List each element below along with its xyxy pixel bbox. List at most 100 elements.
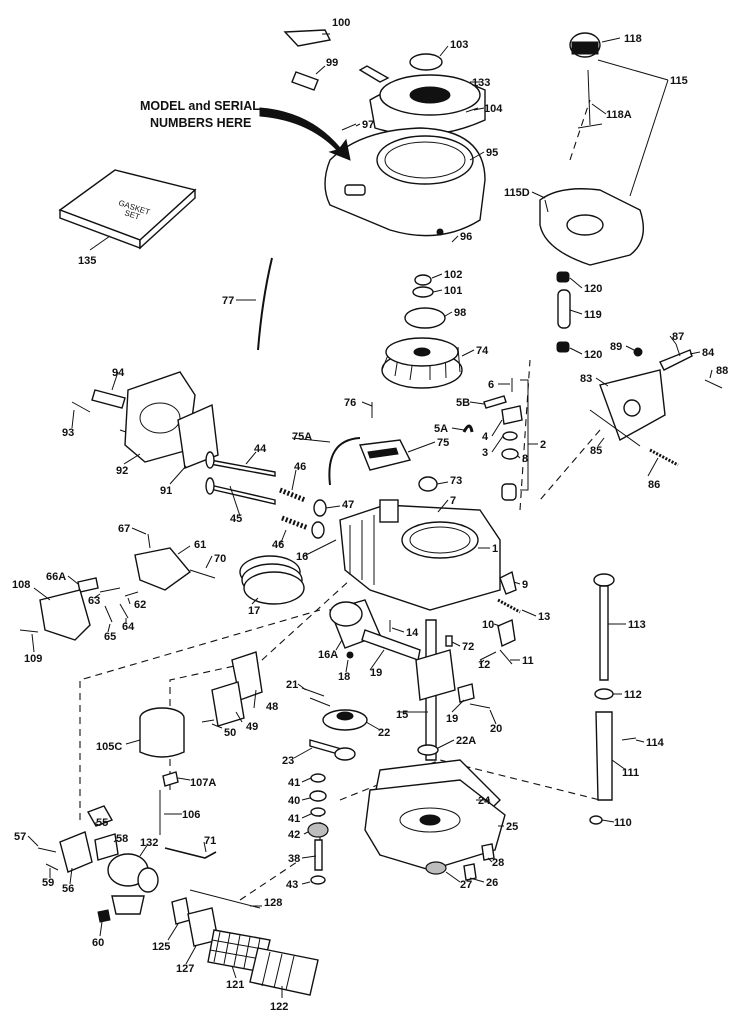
part-9-bracket-icon [499, 570, 517, 595]
part-50-screw-icon [201, 719, 215, 723]
callout-107a: 107A [190, 777, 216, 789]
part-20-bolt-icon [469, 703, 491, 709]
part-105c-muffler-icon [139, 707, 185, 758]
callout-112: 112 [624, 689, 642, 701]
callout-12: 12 [478, 659, 490, 671]
callout-61: 61 [194, 539, 206, 551]
part-72-pin-icon [445, 635, 453, 647]
model-serial-note-line2: NUMBERS HERE [150, 116, 251, 130]
callout-102: 102 [444, 269, 462, 281]
callout-41b: 41 [288, 813, 300, 825]
callout-38: 38 [288, 853, 300, 865]
callout-73: 73 [450, 475, 462, 487]
callout-66a: 66A [46, 571, 66, 583]
callout-71: 71 [204, 835, 216, 847]
callout-labels: 100 103 99 133 104 97 95 118 115 118A 11… [12, 17, 728, 1013]
model-serial-note-line1: MODEL and SERIAL [140, 99, 260, 113]
callout-55: 55 [96, 817, 108, 829]
callout-28: 28 [492, 857, 504, 869]
part-17-piston-rings-icon [239, 555, 305, 605]
callout-96: 96 [460, 231, 472, 243]
part-73-seal-icon [418, 476, 438, 492]
callout-56: 56 [62, 883, 74, 895]
part-118a-vent-icon [577, 69, 603, 129]
callout-120a: 120 [584, 283, 602, 295]
callout-84: 84 [702, 347, 715, 359]
part-57-screw-icon [37, 847, 57, 853]
part-128-bracket-icon [189, 889, 261, 909]
part-63-screw-icon [99, 587, 121, 593]
callout-77: 77 [222, 295, 234, 307]
part-87-screw-icon [675, 343, 681, 357]
callout-135: 135 [78, 255, 96, 267]
callout-91: 91 [160, 485, 172, 497]
callout-70: 70 [214, 553, 226, 565]
callout-109: 109 [24, 653, 42, 665]
callout-65: 65 [104, 631, 116, 643]
part-11-lever-icon [499, 649, 513, 665]
callout-121: 121 [226, 979, 244, 991]
callout-17: 17 [248, 605, 260, 617]
part-26-plug-icon [463, 863, 477, 881]
callout-115d: 115D [504, 187, 530, 199]
part-74-flywheel-icon [381, 337, 463, 389]
part-107a-lock-icon [162, 771, 179, 787]
part-61-carb-body-icon [134, 547, 192, 591]
callout-94: 94 [112, 367, 125, 379]
callout-22: 22 [378, 727, 390, 739]
part-120-clamp-icon [556, 271, 570, 283]
callout-85: 85 [590, 445, 602, 457]
callout-45: 45 [230, 513, 242, 525]
part-110-seal-icon [589, 815, 603, 825]
model-serial-arrow-icon [259, 107, 351, 161]
part-38-shaft-icon [314, 839, 323, 871]
part-46a-spring-icon [279, 487, 306, 503]
callout-59: 59 [42, 877, 54, 889]
callout-21: 21 [286, 679, 298, 691]
callout-76: 76 [344, 397, 356, 409]
callout-115: 115 [670, 75, 688, 87]
part-101-washer-icon [412, 286, 434, 298]
callout-95: 95 [486, 147, 498, 159]
part-59-screw-icon [45, 863, 59, 871]
part-99-spring-icon [291, 71, 319, 91]
part-12-screw-icon [479, 651, 497, 661]
part-70-link-icon [189, 569, 216, 579]
callout-5b: 5B [456, 397, 470, 409]
callout-50: 50 [224, 727, 236, 739]
part-102-nut-icon [414, 274, 432, 286]
part-94-spark-plug-icon [91, 389, 126, 409]
part-111-fill-tube-icon [595, 711, 613, 801]
callout-125: 125 [152, 941, 170, 953]
part-132-carburetor-icon [107, 853, 159, 915]
part-1-cylinder-block-icon [339, 499, 501, 611]
callout-16: 16 [296, 551, 308, 563]
part-28-bolt-icon [481, 843, 495, 861]
part-49-plate-icon [211, 681, 245, 727]
callout-118: 118 [624, 33, 642, 45]
callout-114: 114 [646, 737, 665, 749]
callout-75a: 75A [292, 431, 312, 443]
callout-72: 72 [462, 641, 474, 653]
part-103-cap-icon [409, 53, 443, 71]
callout-86: 86 [648, 479, 660, 491]
part-89-screw-icon [633, 347, 643, 357]
callout-104: 104 [484, 103, 503, 115]
callout-42: 42 [288, 829, 300, 841]
part-71-link-icon [164, 847, 217, 859]
callout-99: 99 [326, 57, 338, 69]
part-95-blower-housing-icon [324, 127, 486, 237]
callout-4: 4 [482, 431, 489, 443]
callout-108: 108 [12, 579, 30, 591]
callout-46a: 46 [294, 461, 306, 473]
callout-15: 15 [396, 709, 408, 721]
callout-83: 83 [580, 373, 592, 385]
part-75a-lead-icon [328, 437, 361, 486]
callout-110: 110 [614, 817, 632, 829]
callout-58: 58 [116, 833, 128, 845]
callout-18: 18 [338, 671, 350, 683]
callout-118a: 118A [606, 109, 632, 121]
callout-120b: 120 [584, 349, 602, 361]
part-112-oring-icon [594, 688, 614, 700]
part-46b-spring-icon [281, 515, 309, 531]
